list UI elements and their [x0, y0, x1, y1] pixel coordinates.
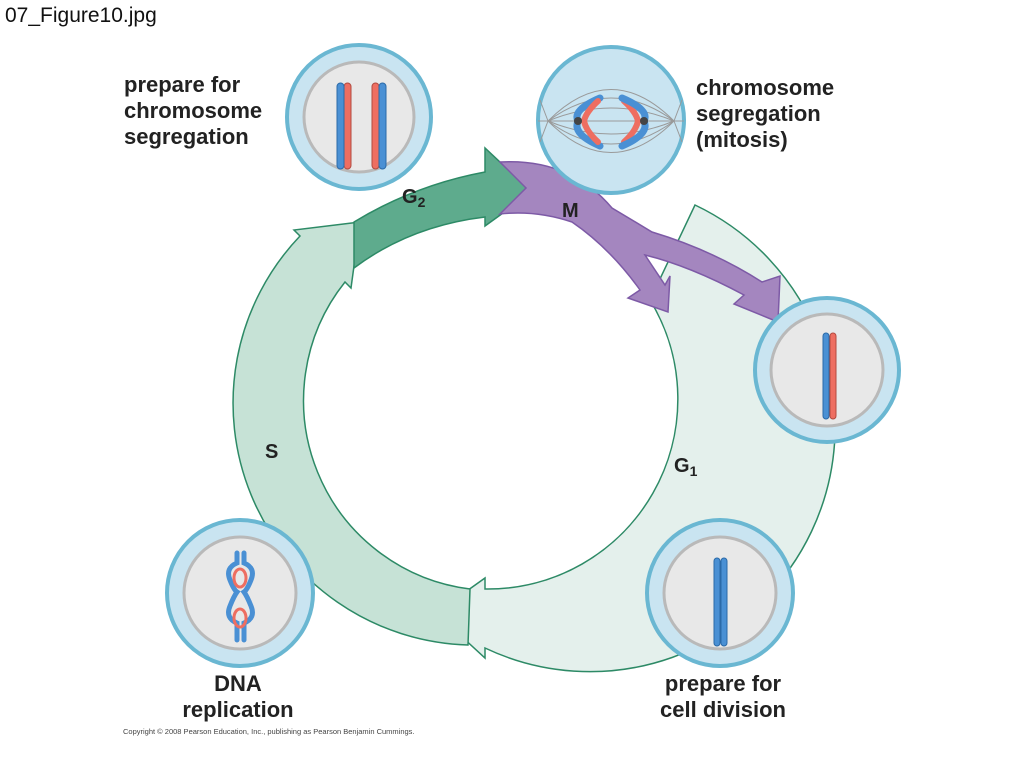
m-phase-arrow	[497, 160, 781, 324]
g1-cell	[645, 518, 795, 668]
label-prepare-division: prepare for cell division	[660, 671, 786, 722]
phase-label-s: S	[265, 441, 279, 463]
chromosome-blue-right	[378, 82, 387, 170]
phase-label-g1: G1	[674, 455, 698, 479]
chromosome-red-arc-right	[621, 98, 642, 145]
chromosome-blue-b	[720, 557, 728, 647]
chromosome-blue-left	[336, 82, 345, 170]
chromosome-red	[829, 332, 837, 420]
label-prepare-segregation: prepare for chromosome segregation	[124, 72, 263, 149]
chromosome-red-left	[343, 82, 352, 170]
copyright-notice: Copyright © 2008 Pearson Education, Inc.…	[123, 727, 415, 736]
replicating-dna-blue	[226, 550, 255, 643]
file-title: 07_Figure10.jpg	[5, 4, 157, 27]
label-segregation-mitosis: chromosome segregation (mitosis)	[696, 75, 835, 152]
chromosome-red-right	[371, 82, 380, 170]
daughter-cell	[753, 296, 901, 444]
mitosis-cell	[536, 45, 686, 195]
phase-label-m: M	[562, 200, 579, 222]
g2-cell	[285, 43, 433, 191]
chromosome-blue	[822, 332, 830, 420]
chromosome-red-arc-left	[580, 98, 601, 145]
phase-label-g2: G2	[402, 186, 426, 210]
s-cell	[165, 518, 315, 668]
chromosome-blue-a	[713, 557, 721, 647]
label-dna-replication: DNA replication	[182, 671, 294, 722]
